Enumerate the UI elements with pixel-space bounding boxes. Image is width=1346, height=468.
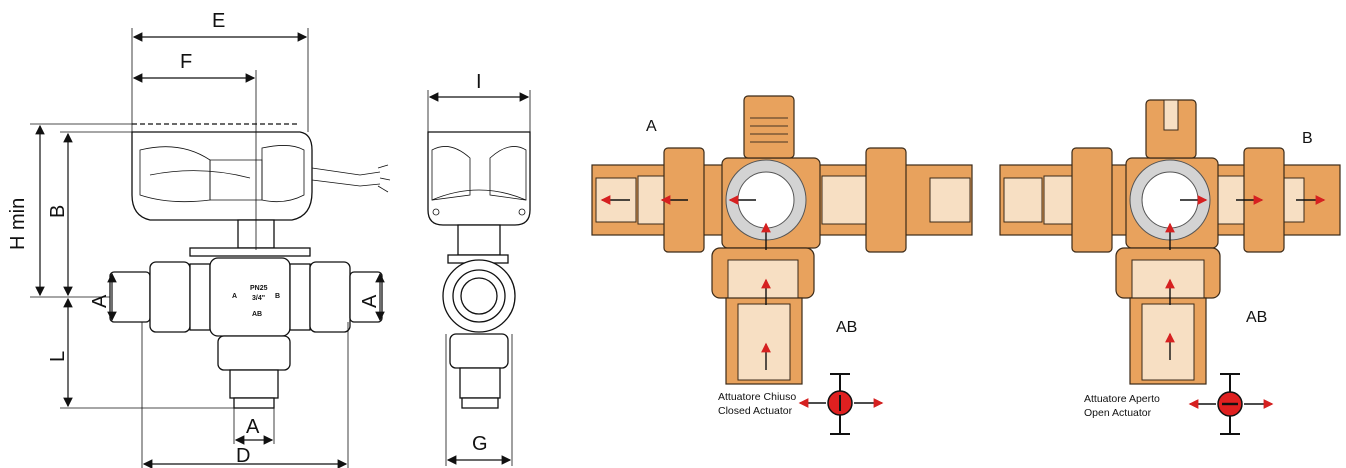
closed-caption-line2: Closed Actuator	[718, 405, 793, 417]
dim-e-label: E	[212, 10, 225, 32]
size-mark: 3/4"	[252, 295, 265, 302]
closed-actuator-indicator	[798, 373, 884, 435]
dim-a-bottom-label: A	[246, 416, 260, 438]
open-port-ab-label: AB	[1246, 309, 1267, 326]
dim-g-label: G	[472, 433, 488, 455]
dim-h-min-label: H min	[7, 198, 29, 250]
dim-a-right-label: A	[359, 294, 381, 308]
open-caption-line1: Attuatore Aperto	[1084, 393, 1160, 405]
closed-section: A AB Attuatore Chiuso Closed Actuator	[591, 95, 973, 435]
dim-l-label: L	[47, 351, 69, 362]
dim-a-left-label: A	[89, 294, 111, 308]
closed-port-ab-label: AB	[836, 319, 857, 336]
open-port-b-label: B	[1302, 130, 1313, 147]
size-top-mark: PN25	[250, 285, 268, 292]
dim-i-label: I	[476, 71, 482, 93]
port-b-mark: B	[275, 293, 280, 300]
dim-f-label: F	[180, 51, 192, 73]
front-view: A B PN25 3/4" AB E F H min B A A	[7, 10, 391, 468]
dim-d-label: D	[236, 445, 250, 467]
pipe-end-left	[109, 271, 151, 323]
side-actuator	[427, 131, 531, 226]
open-caption-line2: Open Actuator	[1084, 407, 1152, 419]
dim-b-label: B	[47, 205, 69, 218]
side-view: I G	[427, 71, 531, 466]
port-a-mark: A	[232, 293, 237, 300]
open-actuator-indicator	[1188, 373, 1274, 435]
closed-caption-line1: Attuatore Chiuso	[718, 391, 796, 403]
open-section: B AB Attuatore Aperto Open Actuator	[999, 99, 1341, 435]
closed-top-stem	[743, 95, 795, 159]
closed-port-a-label: A	[646, 118, 657, 135]
actuator-housing	[131, 131, 313, 221]
port-ab-mark: AB	[252, 311, 262, 318]
